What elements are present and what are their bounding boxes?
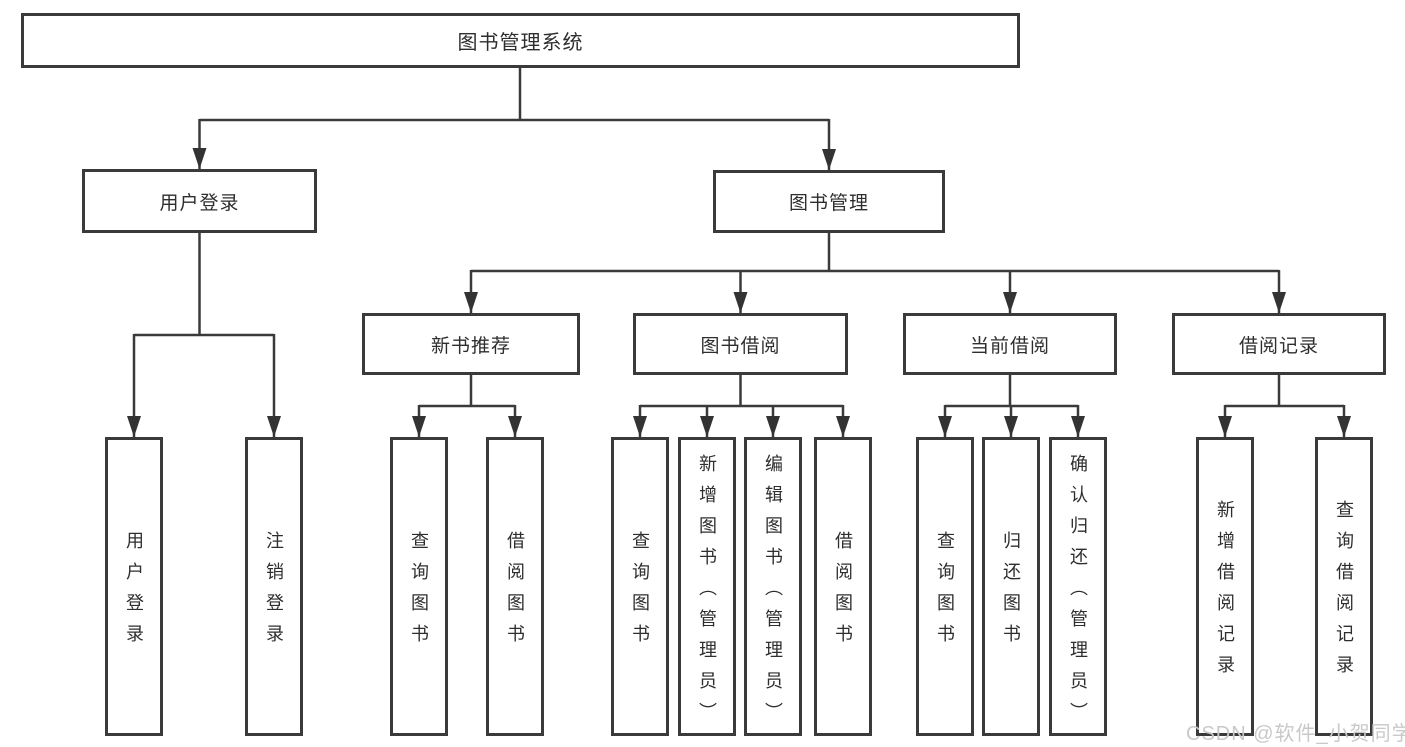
- node-user-login: 用户登录: [82, 169, 317, 233]
- node-current-borrow: 当前借阅: [903, 313, 1117, 375]
- leaf-add-borrow-record-label: 新增借阅记录: [1215, 500, 1235, 686]
- leaf-add-books-admin-label: 新增图书（管理员）: [697, 453, 717, 733]
- leaf-query-borrow-record: 查询借阅记录: [1315, 437, 1373, 736]
- node-book-management-label: 图书管理: [788, 193, 869, 214]
- leaf-borrow-books-recommend: 借阅图书: [486, 437, 544, 736]
- leaf-borrow-books-recommend-label: 借阅图书: [505, 531, 525, 655]
- leaf-confirm-return-admin-label: 确认归还（管理员）: [1068, 453, 1088, 733]
- leaf-borrow-books: 借阅图书: [814, 437, 872, 736]
- leaf-query-borrow-record-label: 查询借阅记录: [1334, 500, 1354, 686]
- leaf-borrow-books-label: 借阅图书: [833, 531, 853, 655]
- leaf-logout-label: 注销登录: [264, 531, 284, 655]
- leaf-edit-books-admin: 编辑图书（管理员）: [744, 437, 802, 736]
- node-new-book-recommend: 新书推荐: [362, 313, 580, 375]
- leaf-query-books-current-label: 查询图书: [935, 531, 955, 655]
- leaf-add-books-admin: 新增图书（管理员）: [678, 437, 736, 736]
- leaf-user-login-label: 用户登录: [124, 531, 144, 655]
- watermark: CSDN @软件_小贺同学: [1186, 723, 1405, 745]
- node-book-borrow: 图书借阅: [633, 313, 848, 375]
- leaf-query-books-borrow: 查询图书: [611, 437, 669, 736]
- node-new-book-recommend-label: 新书推荐: [430, 335, 511, 357]
- node-book-borrow-label: 图书借阅: [700, 335, 781, 357]
- node-user-login-label: 用户登录: [159, 192, 240, 214]
- node-root-label: 图书管理系统: [457, 32, 584, 54]
- leaf-add-borrow-record: 新增借阅记录: [1196, 437, 1254, 736]
- leaf-return-books: 归还图书: [982, 437, 1040, 736]
- leaf-query-books-borrow-label: 查询图书: [630, 531, 650, 655]
- node-book-management: 图书管理: [713, 170, 945, 233]
- node-borrow-records: 借阅记录: [1172, 313, 1386, 375]
- leaf-query-books-recommend: 查询图书: [390, 437, 448, 736]
- node-borrow-records-label: 借阅记录: [1238, 335, 1319, 357]
- node-root: 图书管理系统: [21, 13, 1020, 68]
- leaf-confirm-return-admin: 确认归还（管理员）: [1049, 437, 1107, 736]
- leaf-edit-books-admin-label: 编辑图书（管理员）: [763, 453, 783, 733]
- leaf-user-login: 用户登录: [105, 437, 163, 736]
- leaf-logout: 注销登录: [245, 437, 303, 736]
- leaf-query-books-recommend-label: 查询图书: [409, 531, 429, 655]
- leaf-return-books-label: 归还图书: [1001, 531, 1021, 655]
- node-current-borrow-label: 当前借阅: [969, 335, 1050, 357]
- leaf-query-books-current: 查询图书: [916, 437, 974, 736]
